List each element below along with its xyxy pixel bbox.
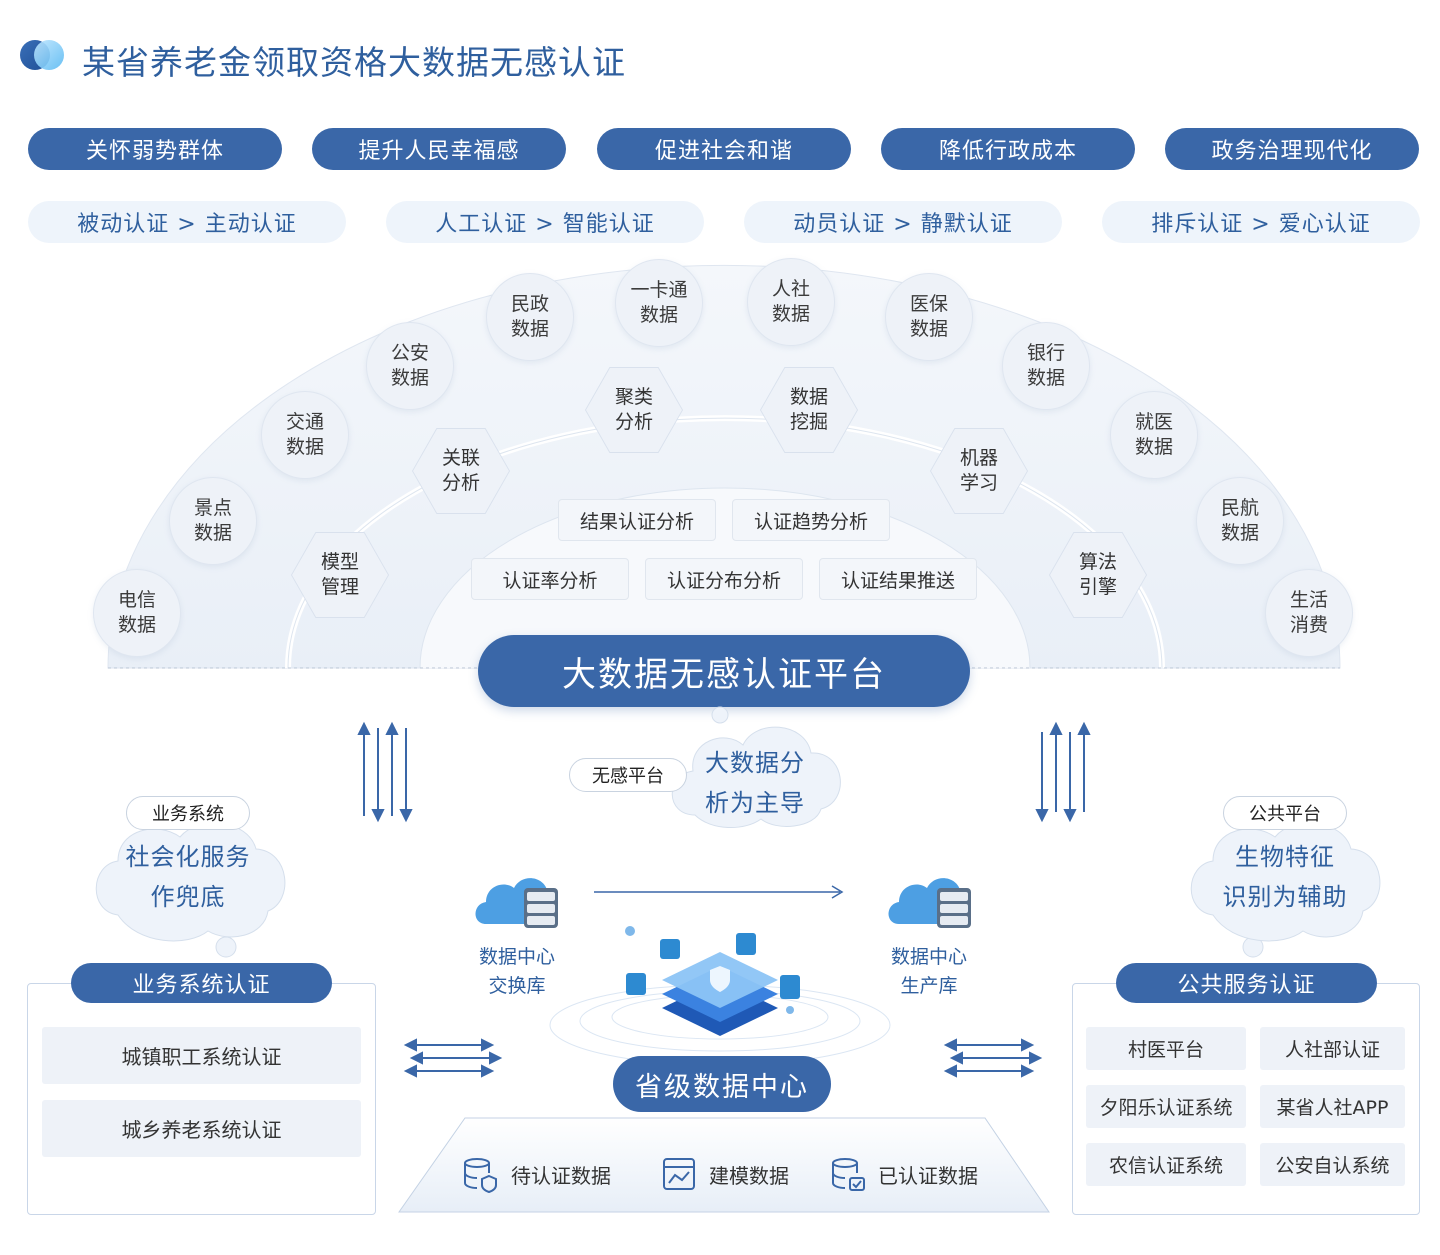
shift-pill: 排斥认证 > 爱心认证 [1102, 201, 1420, 243]
data-source-medical-insurance: 医保 数据 [885, 273, 973, 361]
left-panel [27, 983, 376, 1215]
platform-banner: 大数据无感认证平台 [478, 635, 970, 707]
left-panel-item: 城乡养老系统认证 [42, 1100, 361, 1157]
data-source-traffic: 交通 数据 [261, 391, 349, 479]
right-panel-item: 农信认证系统 [1086, 1143, 1246, 1186]
data-source-hrss: 人社 数据 [747, 258, 835, 346]
bottom-item-label: 待认证数据 [511, 1164, 611, 1188]
shift-pill: 被动认证 > 主动认证 [28, 201, 346, 243]
arc-background [107, 264, 1341, 669]
vertical-arrows-right-icon [1035, 721, 1091, 823]
center-cloud-shape [671, 706, 841, 829]
data-source-consumption: 生活 消费 [1265, 569, 1353, 657]
analysis-box: 认证分布分析 [645, 558, 803, 600]
goal-pill: 关怀弱势群体 [28, 128, 282, 170]
cloud-database-icon [888, 878, 971, 928]
right-panel-title: 公共服务认证 [1116, 963, 1377, 1003]
data-source-aviation: 民航 数据 [1196, 477, 1284, 565]
method-association: 关联 分析 [412, 428, 510, 514]
right-cloud-tag: 公共平台 [1223, 796, 1347, 830]
model-chart-icon [663, 1158, 695, 1190]
center-cloud-tag: 无感平台 [569, 758, 687, 792]
method-model-mgmt: 模型 管理 [291, 532, 389, 618]
horizontal-arrows-left-icon [403, 1038, 503, 1078]
cloud-database-icon [475, 878, 558, 928]
goal-pill: 促进社会和谐 [597, 128, 851, 170]
left-panel-item: 城镇职工系统认证 [42, 1027, 361, 1084]
right-panel-item: 公安自认系统 [1260, 1143, 1405, 1186]
data-hub-illustration [549, 926, 891, 1065]
bottom-item-label: 已认证数据 [878, 1164, 978, 1188]
left-panel-title: 业务系统认证 [71, 963, 332, 1003]
provincial-data-center: 省级数据中心 [613, 1056, 831, 1112]
database-check-icon [832, 1158, 865, 1191]
data-center-production: 数据中心 生产库 [890, 946, 967, 997]
vertical-arrows-left-icon [357, 721, 413, 823]
data-source-bank: 银行 数据 [1002, 322, 1090, 410]
right-cloud-shape [1190, 822, 1381, 958]
data-source-telecom: 电信 数据 [93, 569, 181, 657]
data-base-platform [398, 1117, 1050, 1213]
data-source-card: 一卡通 数据 [615, 259, 703, 347]
data-source-civil: 民政 数据 [486, 273, 574, 361]
analysis-box: 认证率分析 [471, 558, 629, 600]
data-center-exchange: 数据中心 交换库 [478, 946, 555, 997]
bottom-item-label: 建模数据 [709, 1164, 789, 1188]
right-panel-item: 夕阳乐认证系统 [1086, 1085, 1246, 1128]
goal-pill: 降低行政成本 [881, 128, 1135, 170]
method-algorithm: 算法 引擎 [1049, 532, 1147, 618]
goal-pill: 提升人民幸福感 [312, 128, 566, 170]
left-cloud-shape [95, 822, 286, 958]
title-logo-icon [20, 38, 64, 72]
analysis-box: 认证趋势分析 [732, 499, 890, 541]
horizontal-arrows-right-icon [943, 1038, 1043, 1078]
data-source-police: 公安 数据 [366, 322, 454, 410]
data-source-hospital: 就医 数据 [1110, 391, 1198, 479]
shift-pill: 动员认证 > 静默认证 [744, 201, 1062, 243]
analysis-box: 认证结果推送 [819, 558, 977, 600]
right-panel-item: 村医平台 [1086, 1027, 1246, 1070]
database-shield-icon [464, 1158, 497, 1194]
page-title: 某省养老金领取资格大数据无感认证 [82, 43, 626, 82]
analysis-box: 结果认证分析 [558, 499, 716, 541]
right-cloud-text: 生物特征 识别为辅助 [1222, 843, 1348, 911]
center-cloud-text: 大数据分 析为主导 [705, 749, 805, 817]
left-cloud-text: 社会化服务 作兜底 [125, 843, 251, 911]
goal-pill: 政务治理现代化 [1165, 128, 1419, 170]
shift-pill: 人工认证 > 智能认证 [386, 201, 704, 243]
data-source-scenic: 景点 数据 [169, 477, 257, 565]
right-panel-item: 人社部认证 [1260, 1027, 1405, 1070]
flow-arrow-icon [594, 885, 844, 899]
left-cloud-tag: 业务系统 [126, 796, 250, 830]
right-panel-item: 某省人社APP [1260, 1085, 1405, 1128]
